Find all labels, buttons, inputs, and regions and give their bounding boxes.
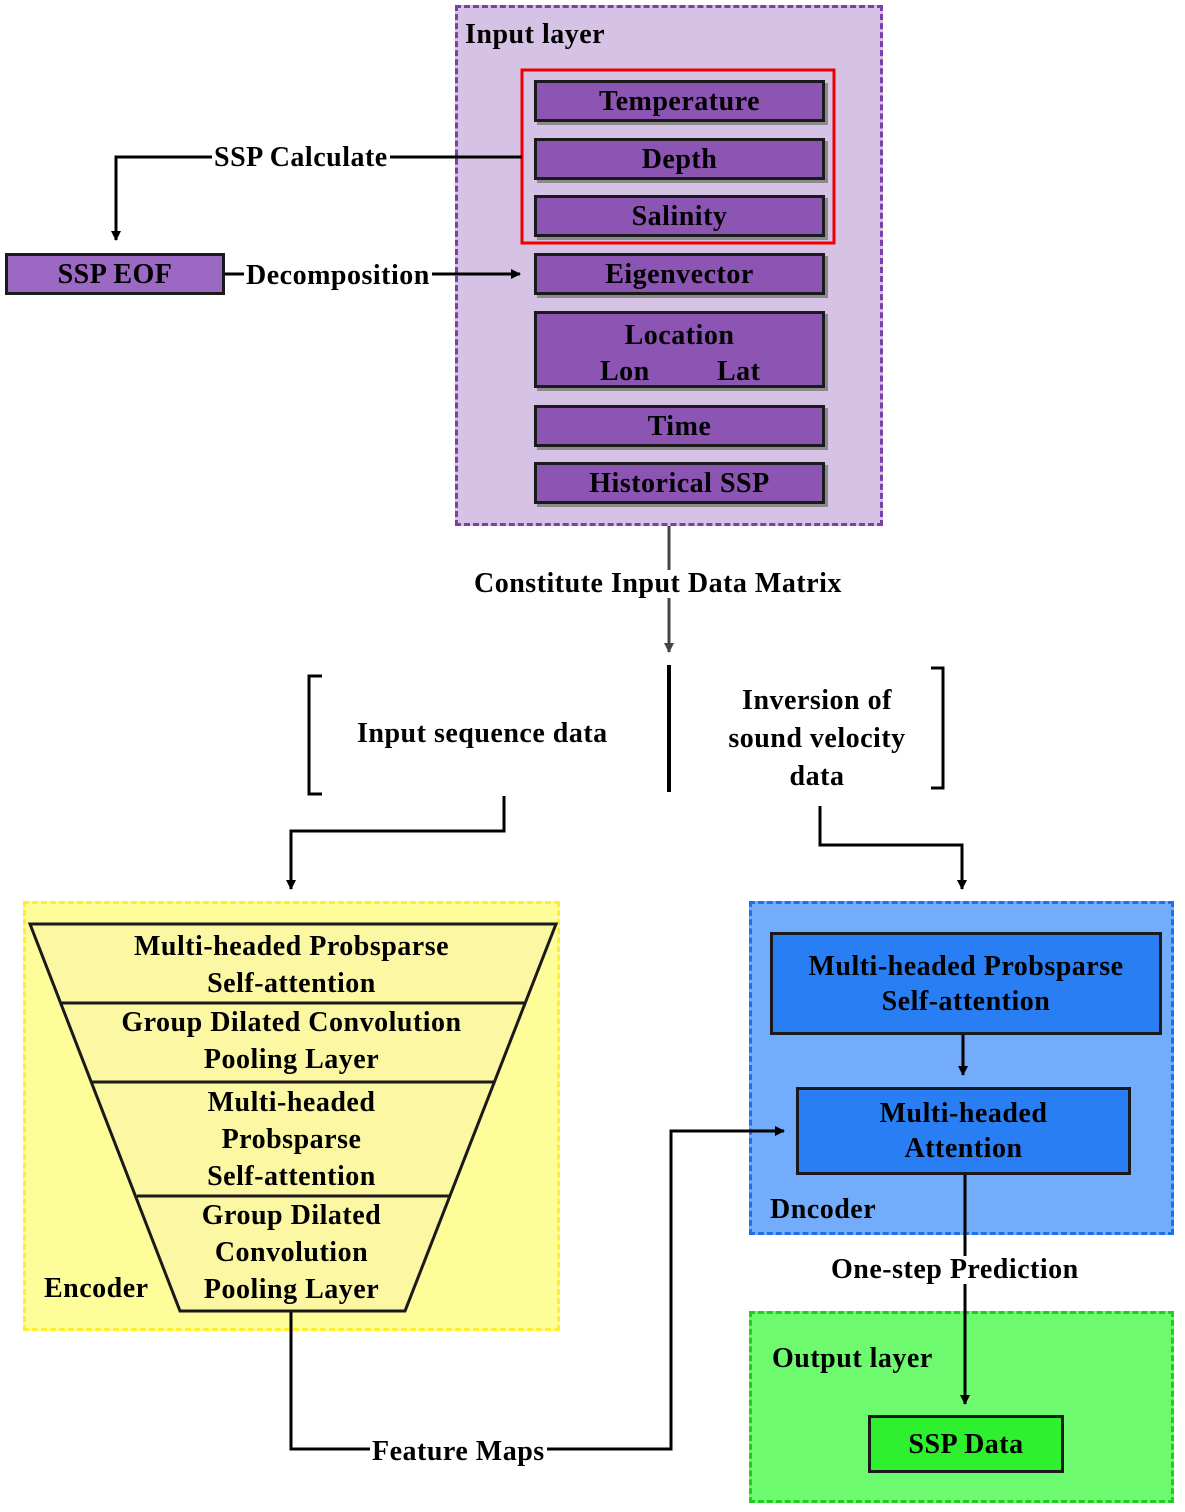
encoder-title: Encoder [44, 1273, 149, 1304]
constitute-label: Constitute Input Data Matrix [472, 568, 844, 599]
encoder-layer-2: Group Dilated Convolution Pooling Layer [0, 1004, 583, 1078]
historical-ssp-box: Historical SSP [534, 462, 825, 504]
lat-label: Lat [717, 356, 761, 387]
decoder-input-arrow [818, 806, 967, 890]
decomposition-label: Decomposition [244, 260, 432, 291]
probsparse-attention-box: Multi-headed Probsparse Self-attention [770, 932, 1162, 1035]
encoder-layer-4-line-3: Pooling Layer [203, 1274, 380, 1305]
one-step-prediction-label: One-step Prediction [829, 1254, 1081, 1285]
ssp-eof-box: SSP EOF [5, 253, 225, 295]
probsparse-attention-line-1: Multi-headed Probsparse [808, 950, 1124, 982]
temperature-label: Temperature [598, 85, 761, 117]
inversion-line-2: sound velocity [728, 723, 906, 754]
right-bracket [931, 666, 945, 790]
output-layer-title: Output layer [772, 1343, 933, 1374]
encoder-layer-1: Multi-headed Probsparse Self-attention [0, 928, 583, 1002]
probsparse-attention-line-2: Self-attention [881, 985, 1051, 1017]
encoder-input-arrow [286, 796, 506, 890]
encoder-layer-1-line-2: Self-attention [207, 968, 376, 999]
temperature-box: Temperature [534, 80, 825, 122]
feature-maps-label: Feature Maps [370, 1436, 547, 1467]
location-label: Location [624, 320, 735, 351]
inversion-line-3: data [789, 761, 845, 792]
lon-label: Lon [600, 356, 650, 387]
encoder-layer-2-line-1: Group Dilated Convolution [121, 1007, 462, 1038]
encoder-layer-3-line-1: Multi-headed [207, 1087, 376, 1118]
encoder-funnel [27, 922, 559, 1313]
salinity-label: Salinity [631, 200, 728, 232]
historical-ssp-label: Historical SSP [589, 467, 770, 499]
decoder-title: Dncoder [770, 1194, 877, 1225]
multi-headed-attention-line-2: Attention [904, 1133, 1023, 1164]
eigenvector-label: Eigenvector [605, 258, 754, 290]
depth-label: Depth [641, 143, 718, 175]
input-layer-title: Input layer [465, 19, 606, 50]
time-box: Time [534, 405, 825, 447]
encoder-layer-2-line-2: Pooling Layer [203, 1044, 380, 1075]
location-box: Location Lon Lat [534, 311, 825, 388]
ssp-data-box: SSP Data [868, 1415, 1064, 1473]
ssp-data-label: SSP Data [908, 1428, 1024, 1460]
depth-box: Depth [534, 138, 825, 180]
multi-headed-attention-line-1: Multi-headed [879, 1098, 1048, 1129]
encoder-layer-1-line-1: Multi-headed Probsparse [133, 931, 450, 962]
salinity-box: Salinity [534, 195, 825, 237]
left-bracket [307, 674, 322, 796]
multi-headed-attention-box: Multi-headed Attention [796, 1087, 1131, 1175]
encoder-layer-4: Group Dilated Convolution Pooling Layer [0, 1197, 583, 1308]
eigenvector-box: Eigenvector [534, 253, 825, 295]
ssp-eof-label: SSP EOF [57, 258, 173, 290]
encoder-layer-4-line-2: Convolution [214, 1237, 369, 1268]
encoder-layer-3-line-2: Probsparse [221, 1124, 362, 1155]
feature-maps-arrow [289, 1126, 785, 1451]
time-label: Time [647, 410, 712, 442]
inversion-line-1: Inversion of [742, 685, 892, 716]
input-sequence-label: Input sequence data [357, 718, 608, 749]
encoder-layer-4-line-1: Group Dilated [201, 1200, 382, 1231]
encoder-layer-3-line-3: Self-attention [207, 1161, 376, 1192]
ssp-calculate-label: SSP Calculate [212, 142, 390, 173]
encoder-layer-3: Multi-headed Probsparse Self-attention [0, 1084, 583, 1195]
